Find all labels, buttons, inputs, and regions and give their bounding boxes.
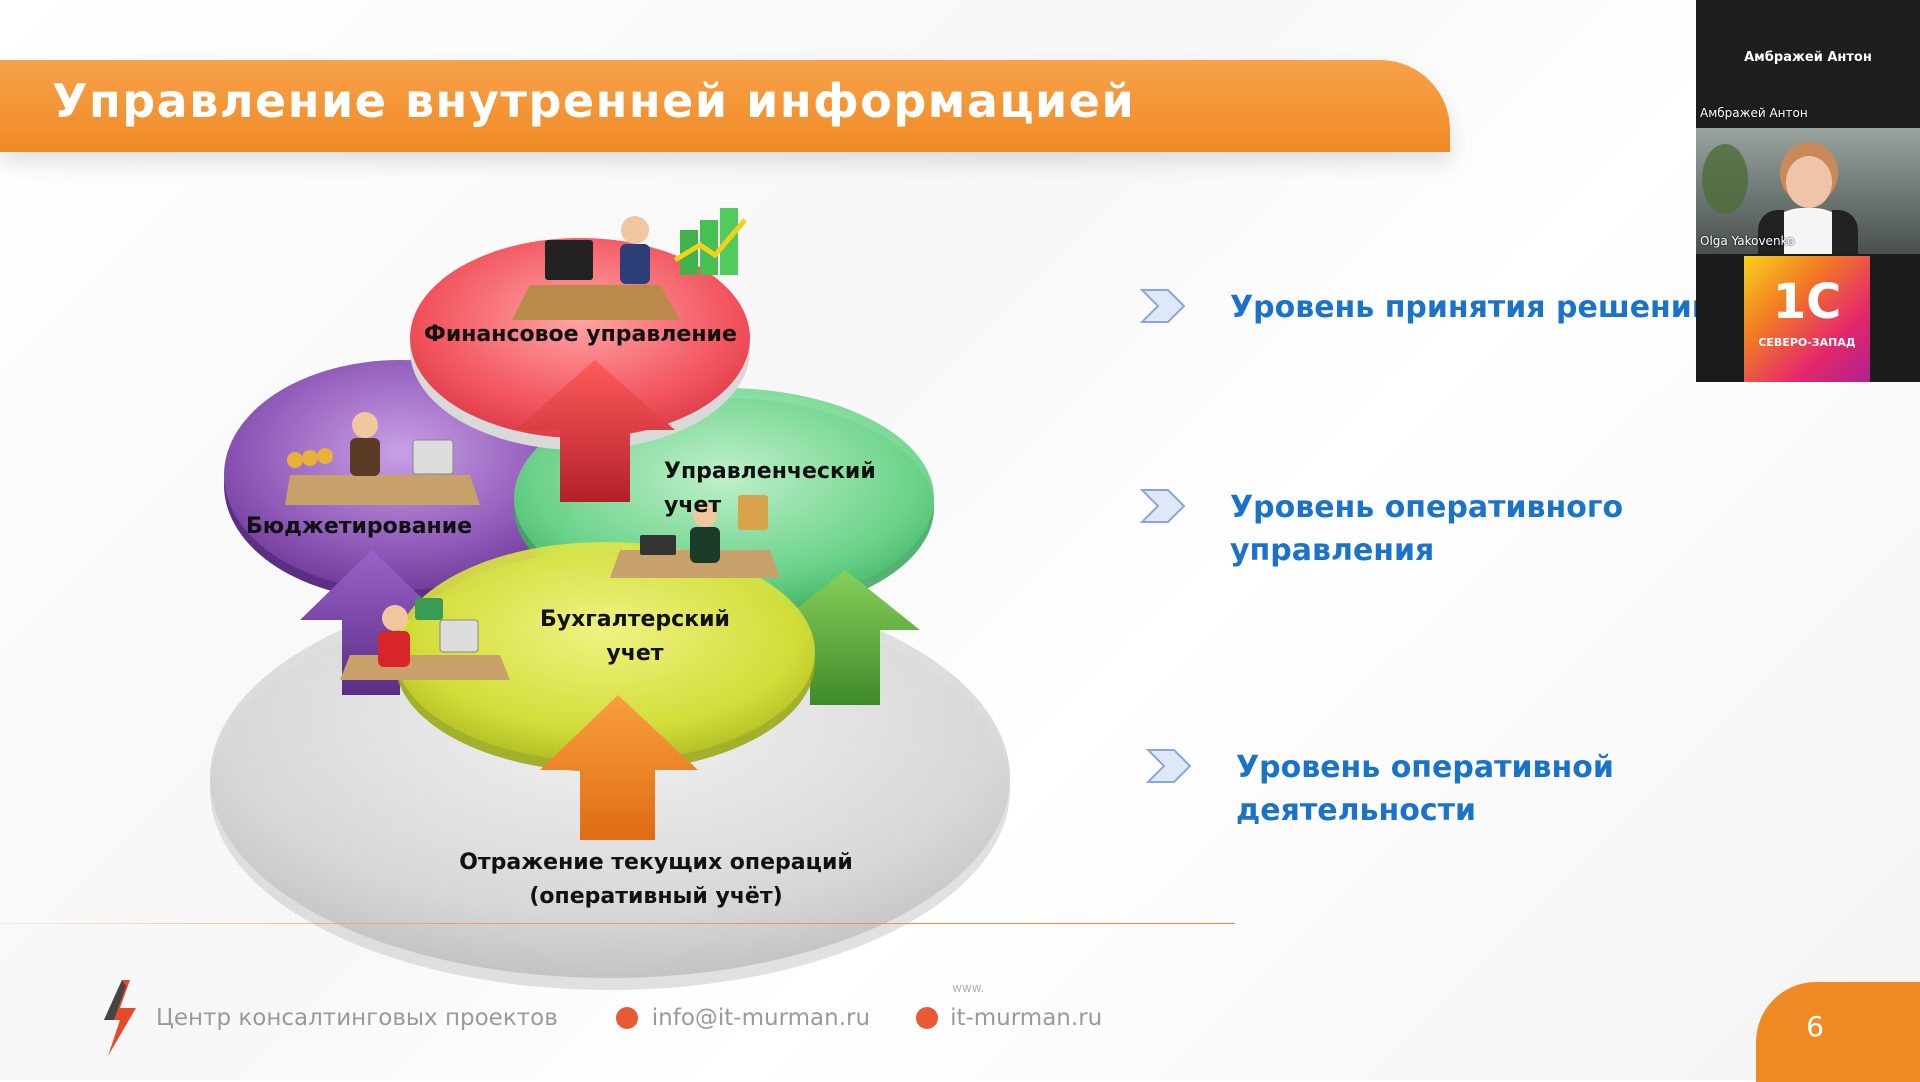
participant-tile-2[interactable]: Olga Yakovenko bbox=[1696, 128, 1920, 254]
company-1c-logo: 1С СЕВЕРО-ЗАПАД bbox=[1744, 256, 1870, 382]
arrow-up-red bbox=[515, 360, 675, 502]
footer-company: Центр консалтинговых проектов bbox=[156, 1005, 558, 1031]
footer-site[interactable]: it-murman.ru bbox=[950, 1005, 1103, 1031]
chevron-right-icon bbox=[1140, 289, 1186, 323]
management-illustration bbox=[610, 495, 780, 578]
participants-panel: Амбражей Антон Амбражей Антон Olga Yakov… bbox=[1696, 0, 1920, 382]
accounting-disk bbox=[395, 542, 815, 772]
label-budgeting: Бюджетирование bbox=[246, 514, 473, 539]
financial-manager-illustration bbox=[512, 208, 747, 320]
level-operational-management: Уровень оперативного управления bbox=[1140, 486, 1623, 572]
title-bar: Управление внутренней информацией bbox=[0, 60, 1450, 152]
company-logo-icon bbox=[104, 980, 136, 1056]
level-text-3: Уровень оперативной деятельности bbox=[1236, 750, 1614, 828]
level-text-1: Уровень принятия решений bbox=[1230, 290, 1713, 325]
footer-www: www. bbox=[952, 981, 985, 995]
cursor-icon bbox=[916, 1007, 939, 1029]
accountant-illustration bbox=[340, 598, 510, 680]
label-financial: Финансовое управление bbox=[424, 322, 737, 347]
email-icon bbox=[615, 1007, 638, 1029]
label-accounting-line1: Бухгалтерский bbox=[540, 607, 730, 632]
label-base-line1: Отражение текущих операций bbox=[459, 850, 853, 875]
participant-2-video bbox=[1758, 138, 1858, 254]
page-number: 6 bbox=[1806, 1010, 1824, 1043]
arrow-up-purple bbox=[300, 550, 445, 695]
level-text-2: Уровень оперативного управления bbox=[1230, 490, 1624, 568]
label-accounting: Бухгалтерский учет bbox=[540, 603, 730, 671]
budgeting-illustration bbox=[285, 412, 480, 505]
logo-1c-text: 1С bbox=[1772, 274, 1842, 330]
participant-tile-3[interactable]: 1С СЕВЕРО-ЗАПАД bbox=[1696, 256, 1920, 382]
arrow-up-green bbox=[770, 570, 920, 705]
level-decision-making: Уровень принятия решений bbox=[1140, 286, 1713, 329]
label-base-line2: (оперативный учёт) bbox=[529, 884, 783, 909]
logo-subtitle: СЕВЕРО-ЗАПАД bbox=[1758, 336, 1856, 349]
label-base: Отражение текущих операций (оперативный … bbox=[456, 846, 856, 914]
participant-2-caption: Olga Yakovenko bbox=[1700, 234, 1795, 248]
level-operational-activity: Уровень оперативной деятельности bbox=[1146, 746, 1614, 832]
chevron-right-icon bbox=[1140, 489, 1186, 523]
label-accounting-line2: учет bbox=[606, 641, 664, 666]
footer-divider bbox=[0, 923, 1235, 924]
slide-title: Управление внутренней информацией bbox=[52, 74, 1136, 128]
participant-1-caption: Амбражей Антон bbox=[1700, 106, 1808, 120]
label-management-line1: Управленческий bbox=[664, 459, 876, 484]
footer: Центр консалтинговых проектов info@it-mu… bbox=[100, 980, 1102, 1056]
plant-decoration bbox=[1702, 144, 1748, 214]
footer-email[interactable]: info@it-murman.ru bbox=[651, 1005, 871, 1031]
participant-tile-1[interactable]: Амбражей Антон Амбражей Антон bbox=[1696, 0, 1920, 126]
arrow-up-orange bbox=[540, 695, 698, 840]
participant-1-name: Амбражей Антон bbox=[1744, 50, 1872, 65]
label-management: Управленческий учет bbox=[664, 455, 876, 523]
label-management-line2: учет bbox=[664, 493, 722, 518]
diagram bbox=[210, 208, 1010, 990]
page-number-box: 6 bbox=[1756, 982, 1920, 1082]
chevron-right-icon bbox=[1146, 749, 1192, 783]
